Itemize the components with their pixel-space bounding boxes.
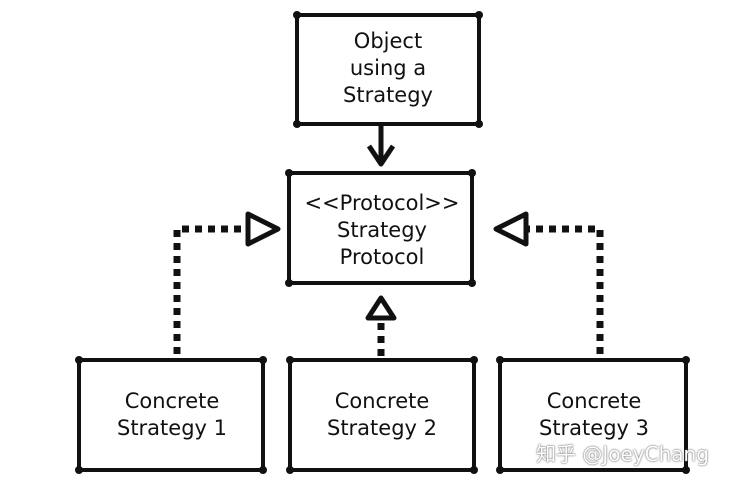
edge-context-to-protocol: [366, 124, 396, 167]
node-concrete2-line-2: Strategy 2: [327, 416, 437, 440]
watermark-text: 知乎 @JoeyChang: [536, 442, 709, 466]
node-concrete-strategy-3: Concrete Strategy 3: [496, 356, 690, 474]
edge-concrete1-to-protocol: [173, 211, 281, 354]
node-concrete3-line-1: Concrete: [547, 389, 642, 413]
node-concrete-strategy-1: Concrete Strategy 1: [75, 356, 267, 474]
hollow-arrowhead-icon: [493, 211, 529, 247]
hollow-arrowhead-icon: [365, 295, 397, 321]
node-object-line-2: using a: [350, 56, 426, 80]
node-concrete-strategy-2: Concrete Strategy 2: [286, 356, 478, 474]
node-concrete1-line-1: Concrete: [125, 389, 220, 413]
node-concrete1-line-2: Strategy 1: [117, 416, 227, 440]
edge-concrete2-to-protocol: [365, 295, 397, 356]
node-concrete3-line-2: Strategy 3: [539, 416, 649, 440]
node-strategy-protocol: <<Protocol>> Strategy Protocol: [285, 169, 476, 287]
hollow-arrowhead-icon: [245, 211, 281, 247]
node-object-line-1: Object: [354, 29, 422, 53]
node-object-using-strategy: Object using a Strategy: [293, 11, 483, 128]
node-protocol-line-3: Protocol: [340, 245, 425, 269]
node-protocol-line-1: <<Protocol>>: [304, 191, 459, 215]
node-concrete2-line-1: Concrete: [335, 389, 430, 413]
node-object-line-3: Strategy: [343, 83, 433, 107]
node-protocol-line-2: Strategy: [337, 218, 427, 242]
edge-concrete3-to-protocol: [493, 211, 604, 354]
